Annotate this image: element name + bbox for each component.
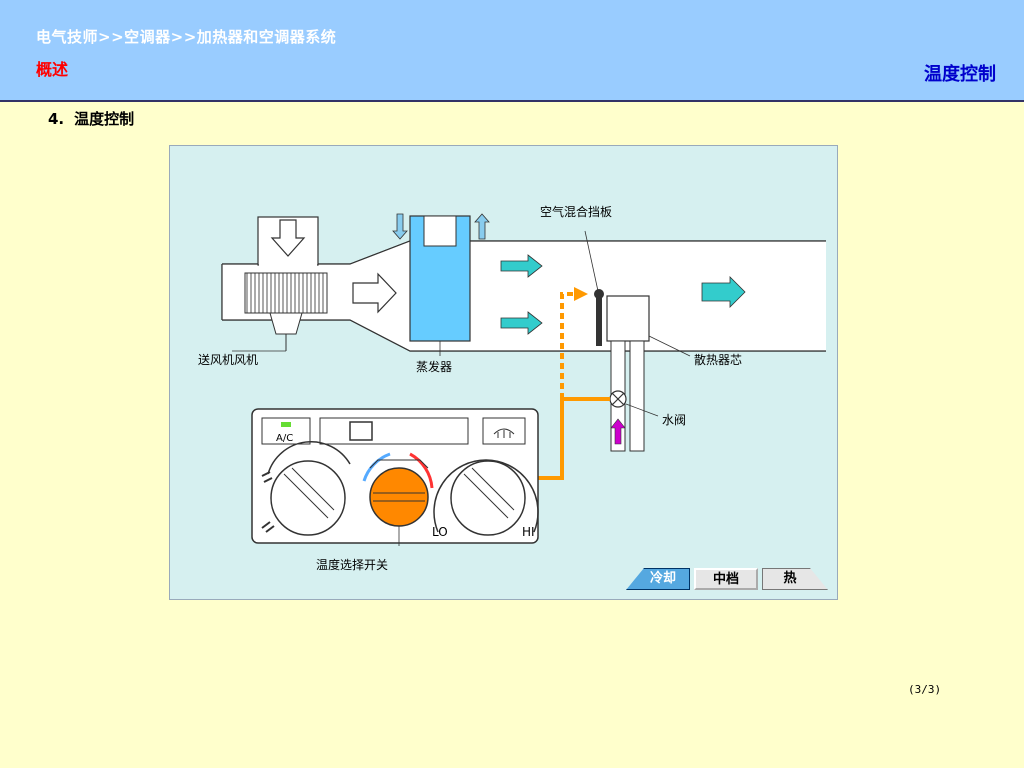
control-cable-dashed [560,292,574,399]
cold-air-arrow-icon [500,254,543,278]
cable-arrow-icon [574,287,588,301]
heading-number: 4. [48,110,65,128]
temp-switch-label: 温度选择开关 [316,557,388,572]
section-label: 概述 [36,60,69,79]
cold-air-arrow-icon [500,311,543,335]
heading-text: 温度控制 [74,110,135,128]
header-bar: 电气技师>>空调器>>加热器和空调器系统 概述 温度控制 [0,0,1024,102]
heater-core [606,295,650,342]
cool-button[interactable]: 冷却 [626,568,690,590]
warm-air-arrow-icon [701,276,746,308]
hot-button[interactable]: 热 [762,568,828,590]
ac-label: A/C [276,433,293,444]
evaporator-label: 蒸发器 [416,359,452,374]
temperature-control-diagram: 送风机风机 蒸发器 空气混合挡板 散热器芯 水阀 A/C [169,145,838,600]
slider-knob [349,421,373,441]
blower-motor [269,312,303,335]
air-mix-damper [596,294,602,346]
hi-label: HI [522,525,535,539]
control-cable [538,397,610,480]
coolant-flow-arrow-icon [610,418,626,445]
refrigerant-in-arrow-icon [392,213,408,240]
intake-arrow-icon [270,219,306,257]
lo-label: LO [432,525,448,539]
vent-slider [319,417,469,445]
face-vent-icon [261,471,273,483]
foot-vent-icon [261,521,275,533]
heater-core-label: 散热器芯 [694,352,742,367]
page-title: 温度控制 [924,64,996,85]
water-valve-label: 水阀 [662,413,686,427]
content-heading: 4. 温度控制 [48,108,134,129]
hot-arc [409,452,434,489]
refrigerant-out-arrow-icon [474,213,490,240]
breadcrumb: 电气技师>>空调器>>加热器和空调器系统 [36,28,337,46]
defrost-icon [493,428,515,438]
mid-button[interactable]: 中档 [694,568,758,590]
airflow-arrow-icon [352,272,397,314]
blower-fan [244,272,328,314]
temp-select-knob [369,467,429,527]
damper-label: 空气混合挡板 [540,204,612,219]
page-number: (3/3) [908,683,942,696]
blower-label: 送风机风机 [198,352,258,367]
